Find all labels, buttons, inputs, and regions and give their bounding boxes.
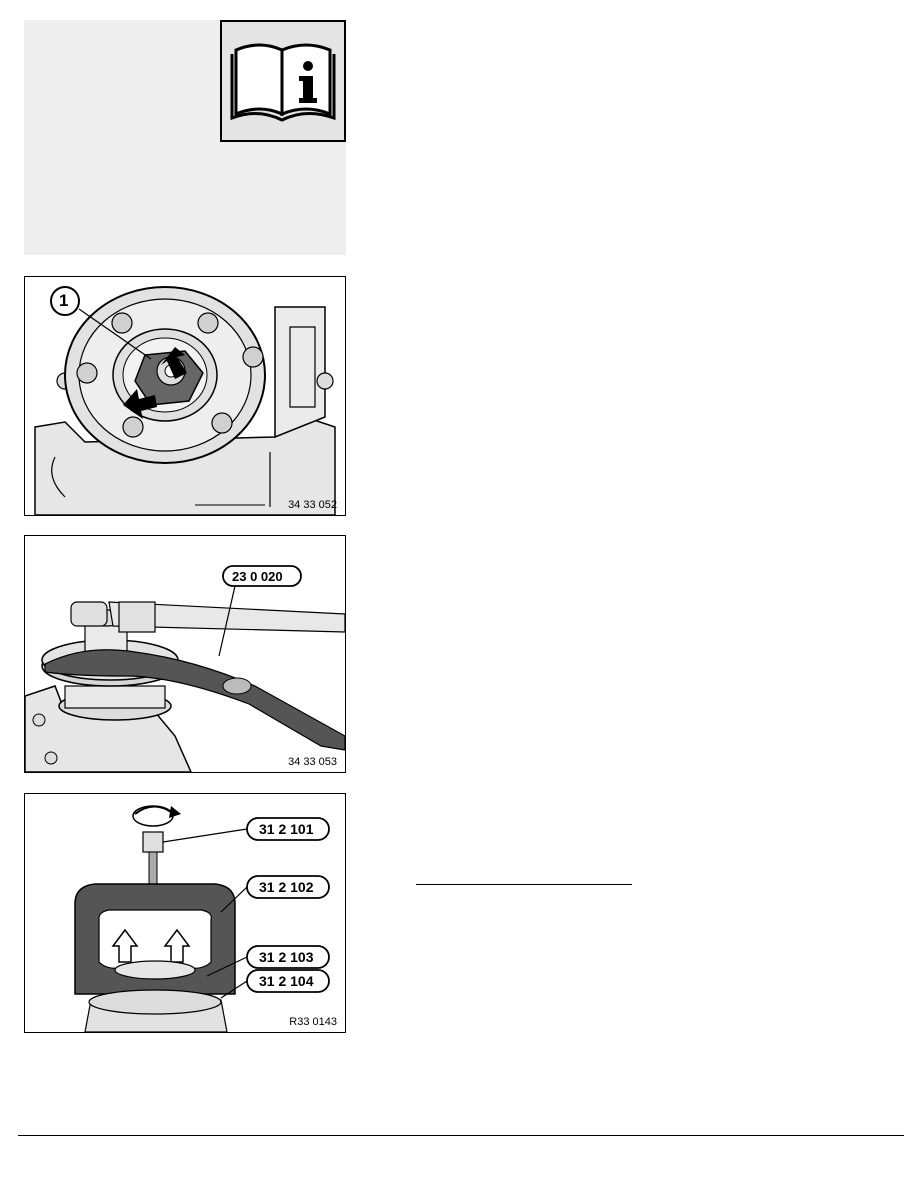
callout-label: 31 2 101 bbox=[259, 821, 314, 837]
figure-puller: 31 2 101 31 2 102 31 2 103 31 2 104 R33 … bbox=[24, 793, 346, 1033]
figure-number: R33 0143 bbox=[289, 1016, 337, 1028]
callout-label: 23 0 020 bbox=[232, 569, 283, 584]
callout-label: 31 2 104 bbox=[259, 973, 314, 989]
figure-number: 34 33 053 bbox=[288, 756, 337, 768]
figure-wrench-holder: 23 0 020 34 33 053 bbox=[24, 535, 346, 773]
callout-label: 31 2 102 bbox=[259, 879, 314, 895]
text-underline-rule bbox=[416, 884, 632, 885]
info-book-icon bbox=[220, 20, 346, 142]
callout-label: 1 bbox=[59, 291, 69, 310]
callout-label: 31 2 103 bbox=[259, 949, 314, 965]
figure-diff-flange: 1 34 33 052 bbox=[24, 276, 346, 516]
footer-divider bbox=[18, 1135, 904, 1136]
figure-number: 34 33 052 bbox=[288, 499, 337, 511]
